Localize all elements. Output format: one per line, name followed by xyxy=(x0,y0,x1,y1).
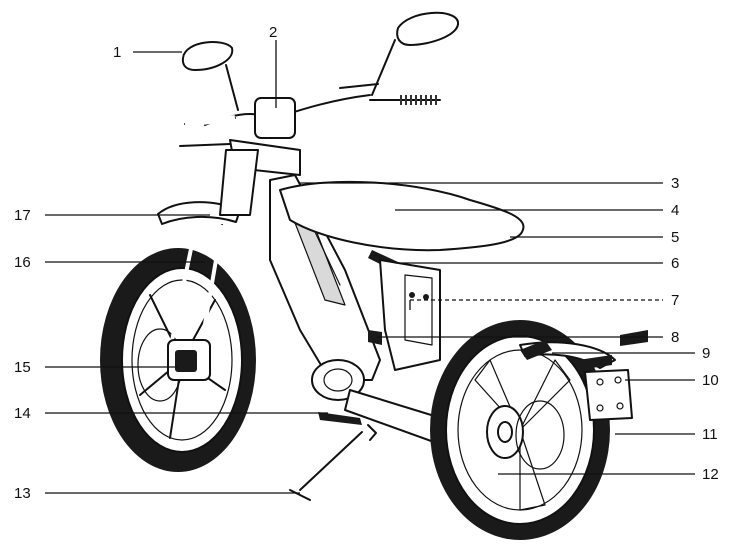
rear-subframe xyxy=(368,259,441,371)
motorcycle-illustration xyxy=(100,11,648,540)
front-fork xyxy=(166,214,224,381)
footpeg-kickstand xyxy=(289,412,377,501)
callout-3: 3 xyxy=(671,175,679,192)
callout-1: 1 xyxy=(113,44,121,61)
callout-2: 2 xyxy=(269,24,277,41)
callout-4: 4 xyxy=(671,202,679,219)
callout-numbers: 1 2 3 4 5 6 7 8 9 10 11 12 13 14 15 16 1… xyxy=(14,24,719,502)
callout-13: 13 xyxy=(14,485,31,502)
callout-7: 7 xyxy=(671,292,679,309)
steering-stem xyxy=(219,149,259,216)
callout-5: 5 xyxy=(671,229,679,246)
callout-17: 17 xyxy=(14,207,31,224)
callout-11: 11 xyxy=(702,426,718,443)
leader-lines xyxy=(45,40,695,494)
callout-14: 14 xyxy=(14,405,31,422)
callout-12: 12 xyxy=(702,466,719,483)
mirrors xyxy=(181,11,459,111)
callout-16: 16 xyxy=(14,254,31,271)
seat xyxy=(279,180,525,252)
handlebar-assembly xyxy=(179,83,441,176)
callout-6: 6 xyxy=(671,255,679,272)
rear-fender xyxy=(519,330,648,421)
rear-wheel xyxy=(430,320,610,540)
callout-8: 8 xyxy=(671,329,679,346)
callout-9: 9 xyxy=(702,345,710,362)
callout-15: 15 xyxy=(14,359,31,376)
callout-10: 10 xyxy=(702,372,719,389)
